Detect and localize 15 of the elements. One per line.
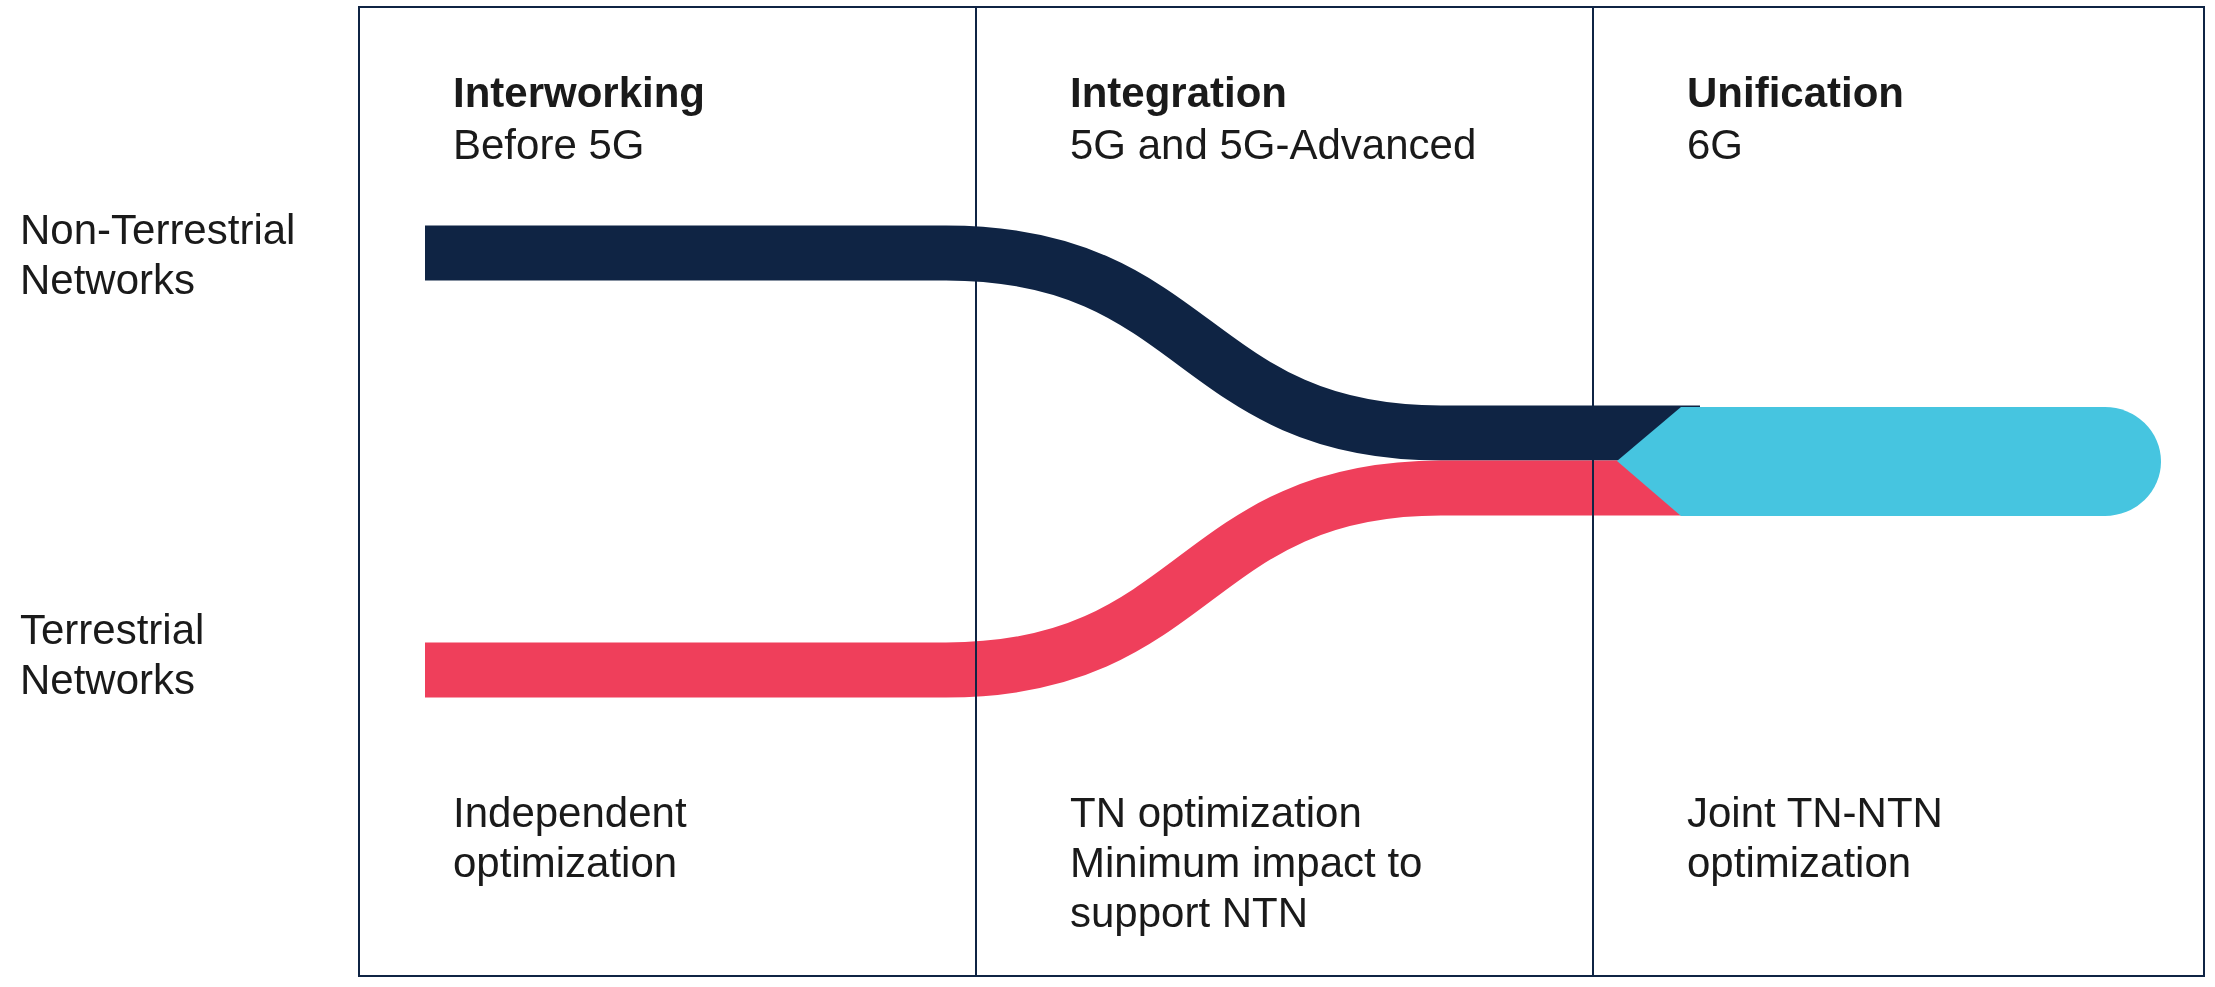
column-panel bbox=[358, 6, 977, 977]
column-heading: Unification bbox=[1687, 68, 1904, 118]
row-label: Non-Terrestrial Networks bbox=[20, 205, 297, 305]
description-text: Independent optimization bbox=[453, 788, 688, 888]
column-subtitle: 5G and 5G-Advanced bbox=[1070, 120, 1477, 170]
description-text: Joint TN-NTN optimization bbox=[1687, 788, 1944, 888]
column-subtitle: 6G bbox=[1687, 120, 1744, 170]
row-label: Terrestrial Networks bbox=[20, 605, 206, 705]
column-panel bbox=[1592, 6, 2205, 977]
column-heading: Integration bbox=[1070, 68, 1287, 118]
column-heading: Interworking bbox=[453, 68, 706, 118]
description-text: TN optimization bbox=[1070, 788, 1363, 838]
column-panel bbox=[975, 6, 1594, 977]
column-subtitle: Before 5G bbox=[453, 120, 645, 170]
description-text: Minimum impact to support NTN bbox=[1070, 838, 1424, 938]
